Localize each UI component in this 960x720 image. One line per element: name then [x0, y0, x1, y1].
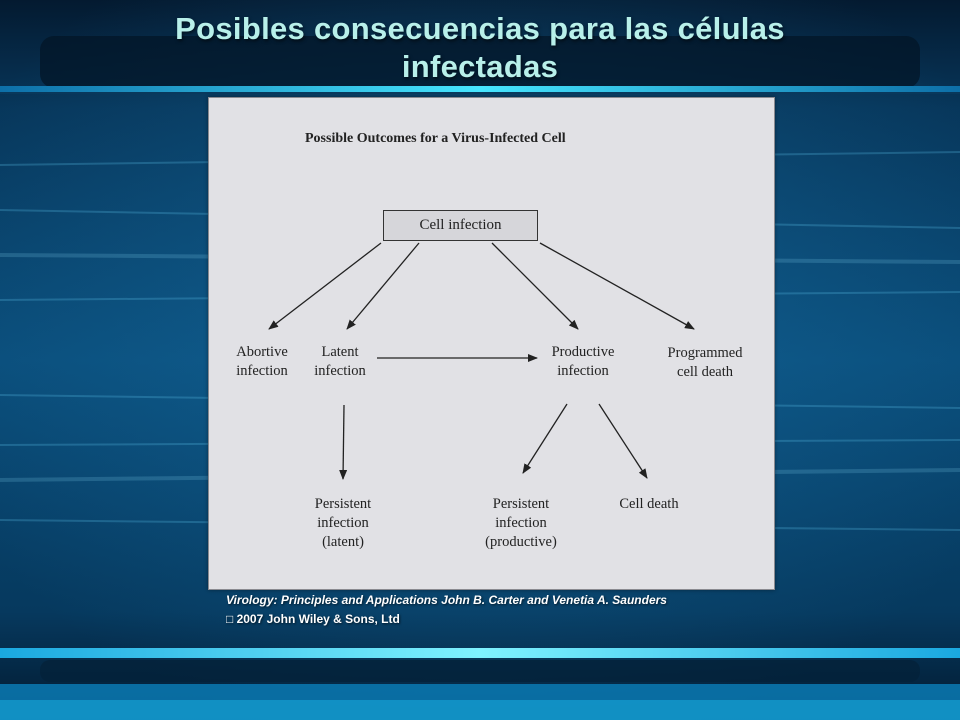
node-label: Cell death: [619, 496, 679, 512]
arrow-productive-to-persistent-productive: [522, 403, 568, 474]
arrow-root-to-latent: [346, 242, 420, 330]
node-label: (latent): [322, 534, 364, 550]
figure-panel: Possible Outcomes for a Virus-Infected C…: [208, 97, 775, 590]
node-label: Persistent: [314, 496, 372, 512]
node-persistent-infection-productive: Persistent infection (productive): [471, 495, 571, 552]
slide-title-line-2: infectadas: [401, 49, 559, 84]
node-label: infection: [495, 515, 547, 531]
arrow-root-to-abortive: [268, 242, 382, 330]
arrow-productive-to-cell-death: [598, 403, 648, 479]
node-label: Abortive: [236, 344, 288, 360]
node-label: Productive: [551, 344, 615, 360]
node-label: Latent: [321, 344, 359, 360]
node-productive-infection: Productive infection: [539, 343, 627, 381]
node-label: cell death: [677, 364, 733, 380]
node-abortive-infection: Abortive infection: [227, 343, 297, 381]
diagram-title: Possible Outcomes for a Virus-Infected C…: [305, 131, 566, 146]
citation-copyright: □ 2007 John Wiley & Sons, Ltd: [226, 612, 400, 626]
node-label: Programmed: [667, 345, 743, 361]
node-label: infection: [557, 363, 609, 379]
citation-source: Virology: Principles and Applications Jo…: [226, 593, 667, 607]
node-cell-infection: Cell infection: [383, 210, 538, 241]
arrow-root-to-productive: [491, 242, 579, 330]
citation: Virology: Principles and Applications Jo…: [226, 591, 667, 629]
arrow-root-to-programmed: [539, 242, 695, 330]
node-label: (productive): [485, 534, 557, 550]
node-latent-infection: Latent infection: [305, 343, 375, 381]
slide-title: Posibles consecuencias para las células …: [0, 10, 960, 86]
arrow-latent-to-persistent-latent: [339, 404, 348, 480]
node-persistent-infection-latent: Persistent infection (latent): [301, 495, 385, 552]
slide-title-line-1: Posibles consecuencias para las células: [175, 11, 785, 46]
node-label: Persistent: [492, 496, 550, 512]
node-label: infection: [236, 363, 288, 379]
node-cell-death: Cell death: [605, 495, 693, 514]
node-label: infection: [317, 515, 369, 531]
node-programmed-cell-death: Programmed cell death: [655, 344, 755, 382]
node-label: infection: [314, 363, 366, 379]
diagram-arrows: [268, 242, 695, 480]
